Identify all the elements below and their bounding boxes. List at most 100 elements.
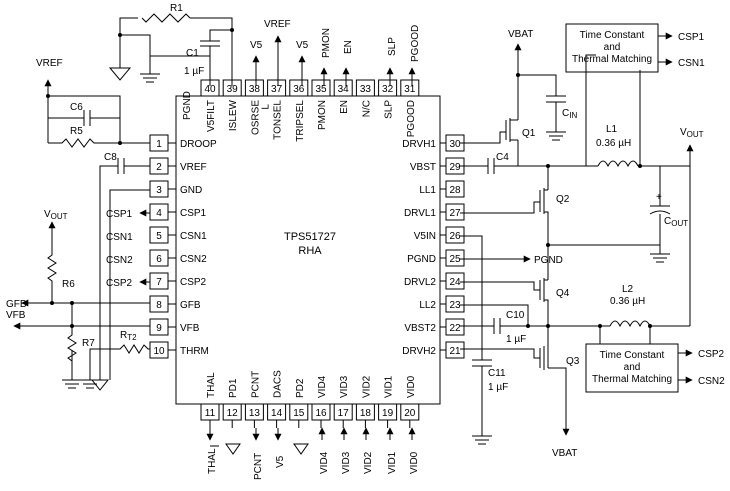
pin-box	[400, 79, 420, 97]
c8-label: C8	[104, 152, 117, 163]
pin-number: 27	[449, 208, 461, 219]
pin-name: CSP2	[180, 277, 207, 288]
pin-number: 18	[360, 408, 372, 419]
pin-name: EN	[339, 100, 350, 114]
pin-name: SLP	[384, 100, 395, 119]
cout-plus: +	[656, 192, 662, 203]
l2-value: 0.36 µH	[610, 296, 645, 307]
c1-label: C1	[186, 48, 199, 59]
tc2-line2: and	[624, 362, 641, 373]
c11-value: 1 µF	[488, 382, 508, 393]
q3-label: Q3	[566, 356, 580, 367]
pin-name: VID2	[361, 375, 372, 398]
pin-number: 13	[249, 408, 261, 419]
pin-number: 33	[360, 84, 372, 95]
tc1-line3: Thermal Matching	[572, 54, 652, 65]
slp-ext-label: SLP	[387, 37, 398, 56]
pin-number: 35	[315, 84, 327, 95]
pin-number: 23	[449, 300, 461, 311]
pin-number: 2	[156, 162, 162, 173]
pin-number: 38	[249, 84, 261, 95]
pin-number: 32	[382, 84, 394, 95]
pin-number: 16	[315, 408, 327, 419]
v5-a-label: V5	[250, 40, 263, 51]
tc1-box	[565, 23, 659, 73]
pmon-ext-label: PMON	[321, 28, 332, 58]
pin-name: DRVH2	[402, 346, 436, 357]
pin-number: 36	[293, 84, 305, 95]
pin-number: 4	[156, 208, 162, 219]
thal-ext-label: THAL	[207, 448, 218, 474]
pin-name: THRM	[180, 346, 209, 357]
pin-box	[311, 79, 331, 97]
pin-box	[378, 79, 398, 97]
q1-label: Q1	[522, 128, 536, 139]
pin-number: 1	[156, 139, 162, 150]
pin-number: 28	[449, 185, 461, 196]
pin-name: ISLEW	[228, 99, 239, 131]
pin-name: PGND	[407, 254, 436, 265]
pin-name: VID3	[339, 375, 350, 398]
q4-label: Q4	[556, 288, 570, 299]
en-ext-label: EN	[343, 40, 354, 54]
pin-number: 24	[449, 277, 461, 288]
pin-name: GND	[180, 185, 202, 196]
pin-number: 40	[204, 84, 216, 95]
pin-number: 15	[293, 408, 305, 419]
csp2-left: CSP2	[106, 278, 133, 289]
csp2-right: CSP2	[698, 349, 725, 360]
pin-name: VFB	[180, 323, 200, 334]
vout-left-label: VOUT	[44, 209, 68, 221]
pin-name: DROOP	[180, 139, 217, 150]
top-external: V5 VREF V5 PMON EN SLP PGOOD	[250, 19, 421, 86]
pin-number: 12	[227, 408, 239, 419]
ic-pgnd-label: PGND	[182, 91, 193, 120]
tc1-line2: and	[604, 42, 621, 53]
pin-number: 17	[338, 408, 350, 419]
gfb-ext-label: GFB	[6, 299, 27, 310]
csn2-right: CSN2	[698, 376, 725, 387]
l1-label: L1	[606, 124, 618, 135]
pin-number: 39	[227, 84, 239, 95]
pin-number: 7	[156, 277, 162, 288]
pin-name: V5IN	[414, 231, 436, 242]
pin-name: PMON	[317, 100, 328, 130]
pin-number: 6	[156, 254, 162, 265]
pin-box	[244, 79, 264, 97]
c6-label: C6	[70, 102, 83, 113]
pin-number: 8	[156, 300, 162, 311]
pin-name: VBST	[410, 162, 436, 173]
c10-label: C10	[506, 310, 525, 321]
pin-name: CSP1	[180, 208, 207, 219]
l1-value: 0.36 µH	[596, 138, 631, 149]
pin-number: 34	[338, 84, 350, 95]
pin-box	[289, 79, 309, 97]
pin-number: 19	[382, 408, 394, 419]
v5-bottom-label: V5	[275, 455, 286, 468]
pins-bottom: 11THAL12PD113PCNT14DACS15PD216VID417VID3…	[200, 370, 420, 428]
csp1-left: CSP1	[106, 209, 133, 220]
chip-name: TPS51727	[284, 231, 336, 243]
vid0-ext-label: VID0	[409, 451, 420, 474]
c10-value: 1 µF	[506, 334, 526, 345]
vref-left-label: VREF	[36, 58, 63, 69]
pin-number: 21	[449, 346, 461, 357]
l2-label: L2	[622, 284, 634, 295]
r6-label: R6	[62, 279, 75, 290]
pin-name: DRVL2	[404, 277, 436, 288]
pins-right: 30DRVH129VBST28LL127DRVL126V5IN25PGND24D…	[402, 134, 465, 359]
c4-label: C4	[496, 152, 509, 163]
pin-name: CSN2	[180, 254, 207, 265]
pin-name: OSRSE	[250, 100, 261, 135]
pin-number: 5	[156, 231, 162, 242]
tc2-line3: Thermal Matching	[592, 374, 672, 385]
pin-number: 10	[153, 346, 165, 357]
pin-name: GFB	[180, 300, 201, 311]
vid4-ext-label: VID4	[319, 451, 330, 474]
pin-name: TRIPSEL	[295, 100, 306, 142]
vid3-ext-label: VID3	[341, 451, 352, 474]
pin-name: PGOOD	[406, 100, 417, 137]
vfb-ext-visible: VFB	[6, 310, 26, 321]
